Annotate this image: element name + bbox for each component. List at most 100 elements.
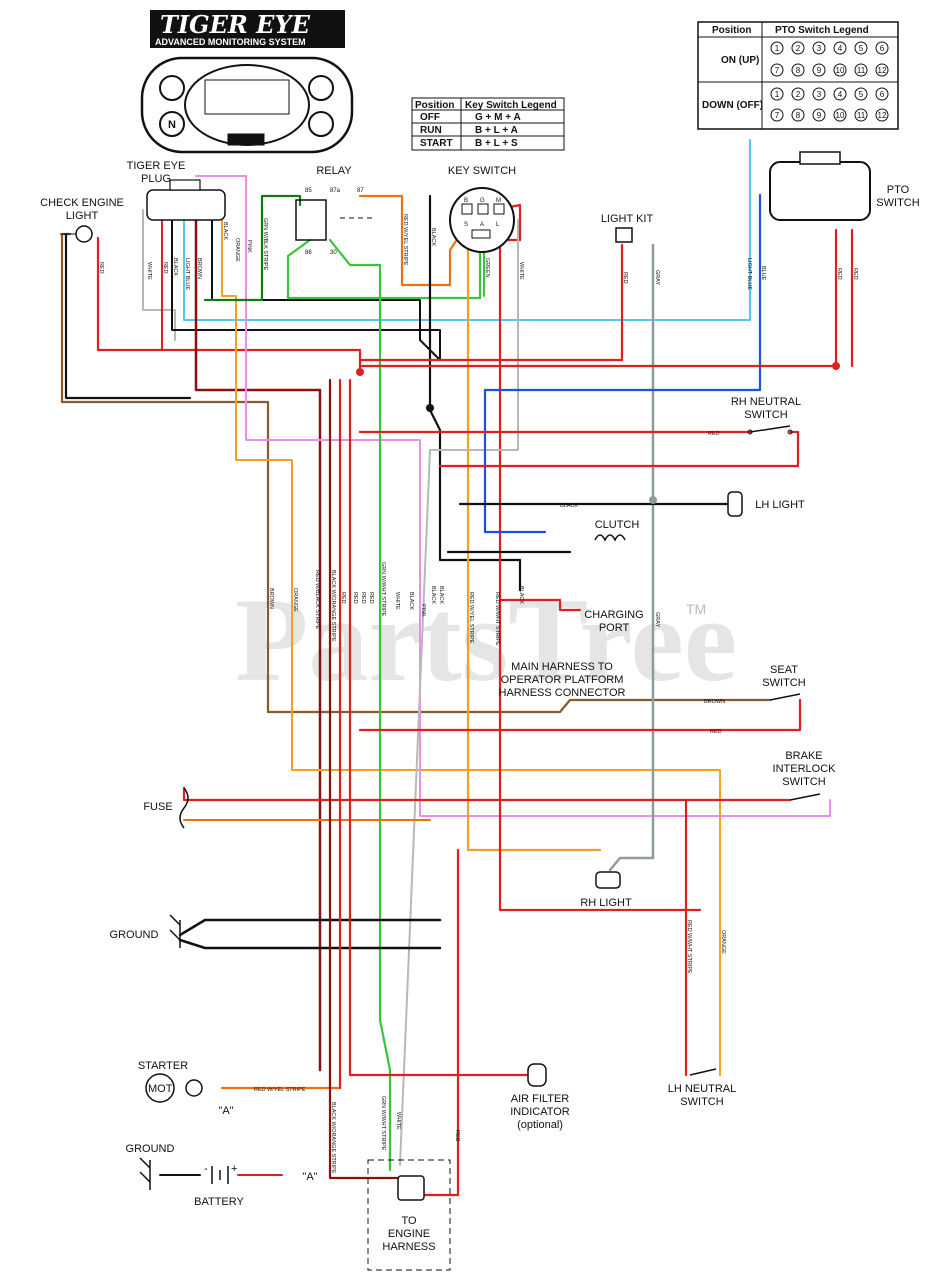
pto-pin-label: 6	[880, 90, 885, 99]
label-lh-light: LH LIGHT	[755, 499, 805, 511]
pto-pin-label: 9	[817, 111, 822, 120]
pto-pin-icon	[833, 87, 847, 101]
junction-red	[356, 368, 364, 376]
pto-pin-label: 1	[775, 90, 780, 99]
pto-pin-label: 8	[796, 66, 801, 75]
wire-label: BLACK	[408, 592, 414, 610]
pto-pin-icon	[791, 87, 805, 101]
wire-label: RED	[622, 272, 628, 284]
wire-gray-lightkit	[608, 243, 655, 872]
pto-pin-icon	[791, 108, 805, 122]
battery-icon	[211, 1166, 229, 1184]
pto-pin-icon	[770, 63, 784, 77]
label-battery: BATTERY	[194, 1196, 244, 1208]
key-legend-row-val: G + M + A	[475, 112, 521, 123]
tiger-eye-plug	[146, 179, 226, 221]
key-terminal: A	[480, 222, 484, 228]
check-engine-light-icon	[60, 225, 93, 243]
relay-pin: 30	[330, 250, 337, 256]
pto-legend-header-position: Position	[712, 25, 751, 36]
wire-label: BLACK	[430, 586, 436, 604]
key-legend-row-pos: RUN	[420, 125, 442, 136]
wire-label: GRN W/BLK STRIPE	[262, 218, 268, 271]
pto-pin-label: 4	[838, 44, 843, 53]
pto-pin-icon	[833, 41, 847, 55]
key-legend-row-val: B + L + A	[475, 125, 518, 136]
label-relay: RELAY	[316, 165, 352, 177]
wire-brown-plug	[194, 210, 322, 1072]
key-switch-icon	[449, 187, 515, 253]
wire-label: BLACK	[438, 586, 444, 604]
pto-pin-icon	[854, 63, 868, 77]
wire-green-relay	[286, 230, 482, 300]
relay-pin: 85	[305, 188, 312, 194]
wire-label: LIGHT BLUE	[746, 258, 752, 290]
watermark: PartsTree	[235, 573, 737, 706]
wire-label: RED W/WHT STRIPE	[494, 592, 500, 646]
wire-red-seat	[358, 698, 802, 732]
wire-grnblk	[203, 194, 302, 302]
wire-white-plug	[142, 209, 176, 341]
seat-switch	[769, 693, 801, 701]
junction-gray	[649, 496, 657, 504]
junction-black	[426, 404, 434, 412]
wire-black-ground	[178, 918, 442, 937]
starter-motor	[145, 1073, 203, 1103]
logo-subtitle: ADVANCED MONITORING SYSTEM	[155, 37, 306, 47]
wire-label: RED W/YEL STRIPE	[468, 592, 474, 644]
lh-light-connector	[727, 491, 743, 517]
pto-switch-connector	[769, 151, 871, 221]
wire-label: RED W/YEL STRIPE	[402, 214, 408, 266]
air-filter-indicator	[527, 1063, 547, 1087]
wire-label: RED	[368, 592, 374, 604]
wire-orange-plug	[221, 211, 721, 1076]
pto-pin-icon	[854, 108, 868, 122]
wire-black-check-engine	[64, 232, 192, 400]
key-legend-row-pos: START	[420, 138, 453, 149]
rh-light-connector	[595, 871, 621, 889]
wire-label: BLACK	[172, 258, 178, 276]
key-terminal: S	[464, 222, 468, 228]
pto-pin-label: 5	[859, 44, 864, 53]
wire-red-check-engine	[96, 236, 362, 374]
wire-label: BLACK W/ORANGE STRIPE	[330, 570, 336, 642]
clutch-coil	[594, 534, 626, 542]
key-terminal: L	[496, 222, 500, 228]
label-battery-plus: +	[231, 1163, 237, 1175]
fuse-icon	[179, 787, 189, 829]
engine-harness-box	[367, 1159, 451, 1271]
pto-pin-icon	[770, 87, 784, 101]
pto-legend-header-title: PTO Switch Legend	[775, 25, 869, 36]
wire-orange-relay	[358, 194, 472, 287]
pto-switch-legend: Position PTO Switch Legend ON (UP) DOWN …	[697, 21, 899, 130]
wire-label: WHITE	[146, 262, 152, 280]
pto-pin-icon	[770, 41, 784, 55]
label-ground: GROUND	[110, 929, 159, 941]
wire-label: GREEN	[484, 258, 490, 278]
pto-pin-icon	[812, 87, 826, 101]
wire-label: PINK	[246, 240, 252, 253]
wire-label: GRN W/WHT STRIPE	[380, 562, 386, 617]
wire-label: BLACK	[560, 503, 578, 509]
rh-neutral-switch	[747, 425, 793, 435]
pto-legend-on: ON (UP)	[721, 55, 759, 66]
wire-label: ORANGE	[234, 238, 240, 262]
wire-black-key	[428, 194, 522, 592]
wire-label: BROWN	[704, 699, 725, 705]
wire-label: BLACK	[430, 228, 436, 246]
pto-pin-icon	[833, 108, 847, 122]
wire-label: RED W/WHT STRIPE	[686, 920, 692, 974]
key-switch-legend: Position Key Switch Legend OFF G + M + A…	[411, 97, 565, 151]
pto-pin-label: 2	[796, 90, 801, 99]
pto-pin-label: 7	[775, 66, 780, 75]
pto-pin-label: 3	[817, 90, 822, 99]
wire-label: BLACK	[518, 586, 524, 604]
label-ground2: GROUND	[126, 1143, 175, 1155]
label-starter: STARTER	[138, 1060, 188, 1072]
pto-pin-label: 3	[817, 44, 822, 53]
